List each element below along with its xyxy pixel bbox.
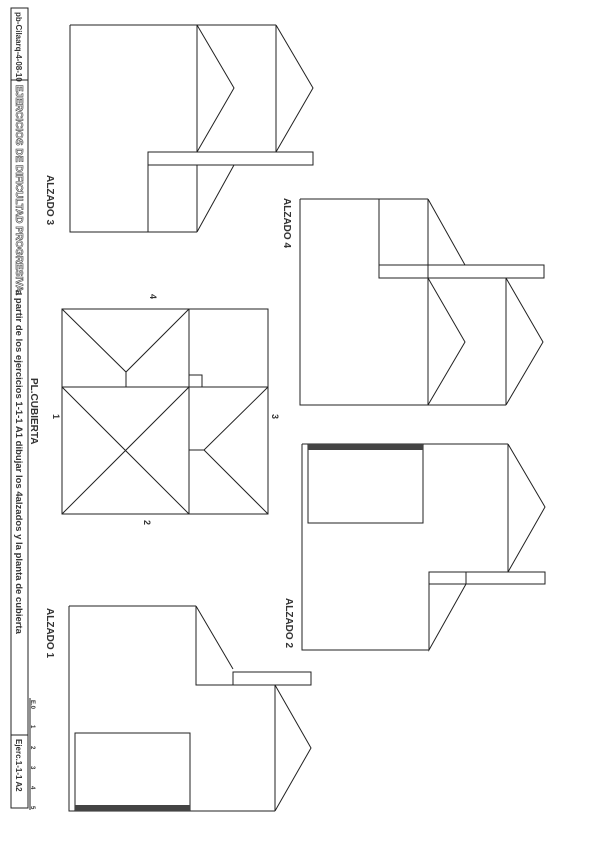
title-block: pb-Cilaarq-4-08-10 EJERCICIOS DE DIFICUL… [10,7,29,809]
alzado-4-label: ALZADO 4 [281,198,292,248]
slab [378,264,545,279]
view-marker-1: 1 [51,414,61,419]
sheet-title: EJERCICIOS DE DIFICULTAD PROGRESIVA: [13,85,24,296]
roof-plan: PL.CUBIERTA 1 2 3 4 [28,294,280,525]
title-frame [10,7,29,809]
alzado-1: ALZADO 1 [44,605,312,812]
scale-label: 4 [29,786,35,790]
slab [232,671,312,686]
scale-label: 2 [29,746,35,750]
alzado-4: ALZADO 4 [281,198,545,406]
drawing-code: pb-Cilaarq-4-08-10 [14,12,23,82]
scale-label: E.0 [29,700,35,710]
window-hatch [75,805,190,811]
scale-label: 1 [29,725,35,729]
window [74,732,191,812]
view-marker-2: 2 [142,520,152,525]
window-hatch [308,444,423,450]
scale-label: 5 [29,806,35,810]
scale-bar: E.0 1 2 3 4 5 [29,698,35,810]
alzado-3-label: ALZADO 3 [44,175,55,225]
view-marker-4: 4 [148,294,158,299]
slab [147,151,314,166]
alzado-2-label: ALZADO 2 [283,598,294,648]
alzado-1-label: ALZADO 1 [44,608,55,658]
sheet-instruction: a partir de los ejercicios 1-1-1 A1 dibu… [13,290,24,635]
window [307,443,424,524]
alzado-2: ALZADO 2 [283,443,546,652]
view-marker-3: 3 [270,414,280,419]
alzado-3: ALZADO 3 [44,24,314,233]
scale-label: 3 [29,766,35,770]
slab [428,571,546,585]
sheet-number: Ejerc.1-1-1 A2 [14,739,23,792]
roof-plan-label: PL.CUBIERTA [28,378,39,444]
